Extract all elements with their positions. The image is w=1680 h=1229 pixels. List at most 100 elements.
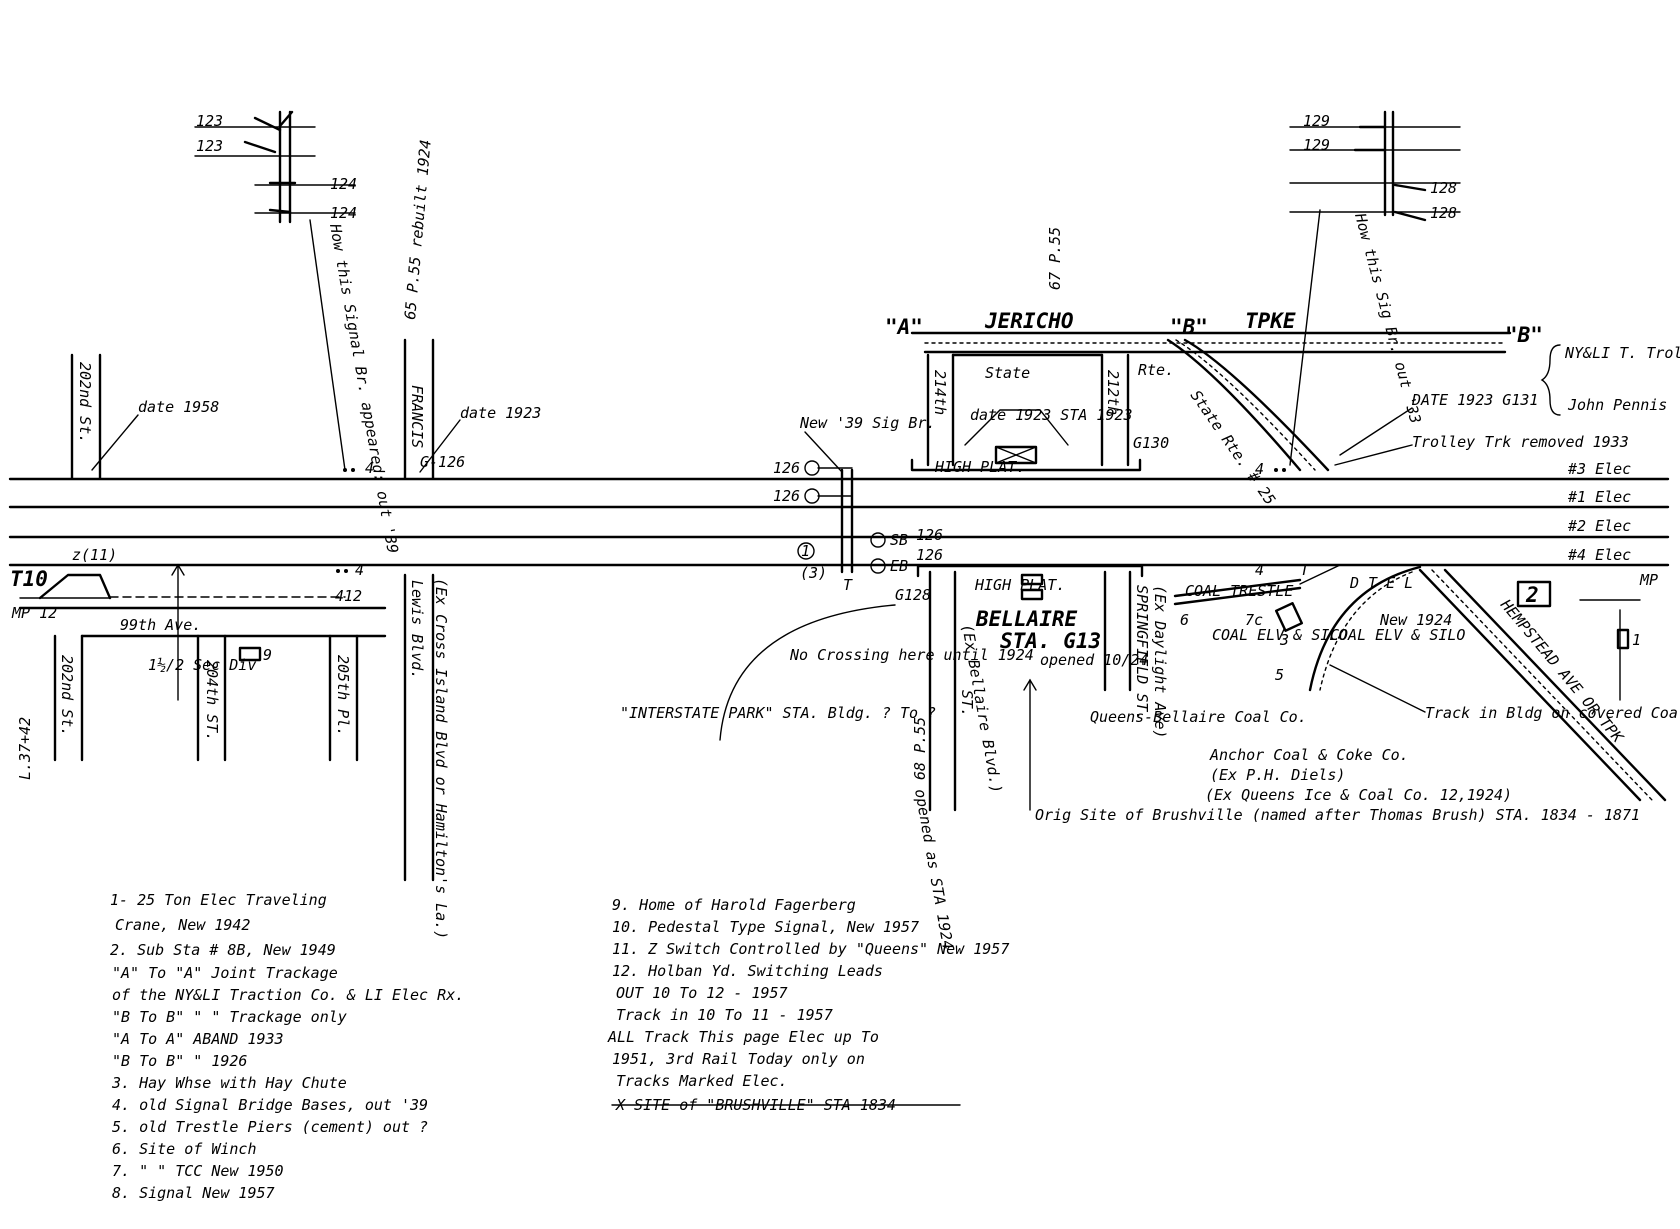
track-label-4: #4 Elec bbox=[1567, 546, 1631, 564]
legend-right-4: OUT 10 To 12 - 1957 bbox=[616, 984, 788, 1002]
signal-123-a: 123 bbox=[196, 112, 223, 130]
house-9-label: 9 bbox=[263, 646, 272, 664]
legend-left-1: Crane, New 1942 bbox=[115, 916, 250, 934]
legend-right-5: Track in 10 To 11 - 1957 bbox=[616, 1006, 833, 1024]
new-signal-bridge bbox=[797, 460, 886, 574]
interstate-park-label: "INTERSTATE PARK" STA. Bldg. ? To ? bbox=[620, 704, 936, 722]
street-202-top bbox=[70, 353, 102, 480]
tcc-7-label: 7c bbox=[1245, 611, 1263, 629]
queens-coal-label: Queens-Bellaire Coal Co. bbox=[1090, 708, 1307, 726]
hay-3-label: 3 bbox=[1279, 631, 1289, 649]
street-202-top-label: 202nd St. bbox=[76, 362, 94, 443]
signal-126-c: 126 bbox=[916, 526, 943, 544]
track-label-3: #3 Elec bbox=[1567, 460, 1631, 478]
trolley-trk-label: Trolley Trk removed 1933 bbox=[1412, 433, 1629, 451]
bellaire-streets bbox=[916, 564, 1144, 812]
signal-sb: SB bbox=[890, 531, 908, 549]
opened-1024-label: opened 10/24 bbox=[1040, 651, 1148, 669]
circle-1: 1 bbox=[801, 542, 810, 560]
streets-214-212 bbox=[926, 353, 1130, 467]
legend-right: 9. Home of Harold Fagerberg 10. Pedestal… bbox=[607, 896, 1009, 1114]
legend-left-7: "B To B" " 1926 bbox=[112, 1052, 247, 1070]
signal-129-b: 129 bbox=[1303, 136, 1330, 154]
jericho-label: JERICHO bbox=[984, 309, 1074, 333]
cross-island-label: (Ex Cross Island Blvd or Hamilton's La.) bbox=[432, 578, 450, 939]
mp-right-label: MP bbox=[1639, 571, 1658, 589]
jericho-b-right: "B" bbox=[1505, 323, 1543, 347]
g130-label: G130 bbox=[1133, 434, 1169, 452]
signal-126-d: 126 bbox=[916, 546, 943, 564]
legend-left-4: of the NY&LI Traction Co. & LI Elec Rx. bbox=[112, 986, 464, 1004]
coal-elv-1-label: COAL ELV & SILO bbox=[1212, 626, 1347, 644]
trestle-5-label: 5 bbox=[1275, 666, 1284, 684]
signal-124-a: 124 bbox=[330, 175, 357, 193]
ex-queens-label: (Ex Queens Ice & Coal Co. 12,1924) bbox=[1205, 786, 1512, 804]
legend-right-3: 12. Holban Yd. Switching Leads bbox=[612, 962, 883, 980]
new-sig-br-label: New '39 Sig Br. bbox=[799, 414, 935, 432]
springfield-label: SPRINGFIELD ST. bbox=[1133, 585, 1151, 720]
house-9 bbox=[238, 646, 262, 662]
legend-right-6: ALL Track This page Elec up To bbox=[607, 1028, 879, 1046]
track-in-bldg-label: Track in Bldg on covered Coal Trestle bbox=[1425, 704, 1680, 722]
legend-left-3: "A" To "A" Joint Trackage bbox=[112, 964, 338, 982]
legend-left-5: "B To B" " " Trackage only bbox=[112, 1008, 347, 1026]
state-label: State bbox=[985, 364, 1030, 382]
signal-128-b: 128 bbox=[1430, 204, 1457, 222]
jericho-a-left: "A" bbox=[885, 315, 923, 339]
code-67-label: 67 P.55 bbox=[1046, 227, 1064, 290]
note-arrow bbox=[309, 219, 346, 471]
t10-label: T10 bbox=[10, 567, 48, 591]
signal-124-b: 124 bbox=[330, 204, 357, 222]
label-412: 412 bbox=[335, 587, 362, 605]
jericho-turnpike bbox=[910, 331, 1512, 354]
hempstead-avenue bbox=[1418, 568, 1667, 802]
signal-129-a: 129 bbox=[1303, 112, 1330, 130]
date-1958: date 1958 bbox=[138, 398, 219, 416]
legend-left-9: 4. old Signal Bridge Bases, out '39 bbox=[112, 1096, 428, 1114]
g126-label: G-126 bbox=[420, 453, 465, 471]
rebuilt-note: 65 P.55 rebuilt 1924 bbox=[401, 139, 435, 321]
signal-126-a: 126 bbox=[773, 459, 800, 477]
ex-daylight-label: (Ex Daylight Ave) bbox=[1151, 585, 1169, 739]
bellaire-st-label: ST. bbox=[958, 690, 976, 717]
legend-left-8: 3. Hay Whse with Hay Chute bbox=[111, 1074, 347, 1092]
signal-bridge-note: How this Signal Br. appeared: out '39 bbox=[326, 222, 402, 555]
how-sig-br-note: How this Sig Br. out '33 bbox=[1351, 210, 1425, 425]
legend-left-2: 2. Sub Sta # 8B, New 1949 bbox=[110, 941, 336, 959]
z11-label: z(11) bbox=[72, 546, 117, 564]
chainage-label: L.37+42 bbox=[16, 717, 34, 780]
jericho-b-mid: "B" bbox=[1170, 315, 1208, 339]
street-204-label: 204th ST. bbox=[203, 660, 221, 741]
track-label-1: #1 Elec bbox=[1567, 488, 1631, 506]
t-mark-coal: T bbox=[1300, 561, 1310, 579]
high-plat-south-label: HIGH PLAT. bbox=[974, 576, 1065, 594]
legend-left-0: 1- 25 Ton Elec Traveling bbox=[110, 891, 327, 909]
francis-label: FRANCIS bbox=[408, 385, 426, 448]
state-route-25 bbox=[1166, 338, 1330, 472]
t-mark-center: T bbox=[843, 576, 853, 594]
signal-126-b: 126 bbox=[773, 487, 800, 505]
legend-left-13: 8. Signal New 1957 bbox=[112, 1184, 275, 1202]
hay-whse-3 bbox=[1274, 602, 1304, 632]
ex-ph-label: (Ex P.H. Diels) bbox=[1210, 766, 1345, 784]
signal-123-b: 123 bbox=[196, 137, 223, 155]
date-sta-label: date 1923 STA 1923 bbox=[970, 406, 1133, 424]
street-212-label: 212th bbox=[1104, 370, 1122, 415]
coal-siding bbox=[1308, 565, 1422, 692]
orig-site-label: Orig Site of Brushville (named after Tho… bbox=[1035, 806, 1640, 824]
substation-2 bbox=[1516, 580, 1552, 608]
high-plat-north-label: HIGH PLAT. bbox=[934, 458, 1025, 476]
crane-1-label: 1 bbox=[1632, 631, 1641, 649]
legend-right-2: 11. Z Switch Controlled by "Queens" New … bbox=[612, 940, 1009, 958]
bellaire-label: BELLAIRE bbox=[975, 607, 1078, 631]
high-platform-north bbox=[910, 409, 1142, 472]
circle-3: (3) bbox=[800, 564, 827, 582]
base-4-a: 4 bbox=[365, 459, 374, 477]
old-signal-bridge-right bbox=[1289, 110, 1461, 222]
rte-label: Rte. bbox=[1138, 361, 1174, 379]
code-68-label: 68 P.55 bbox=[911, 717, 929, 780]
base-4-b: 4 bbox=[355, 561, 364, 579]
base-4-d: 4 bbox=[1255, 460, 1264, 478]
